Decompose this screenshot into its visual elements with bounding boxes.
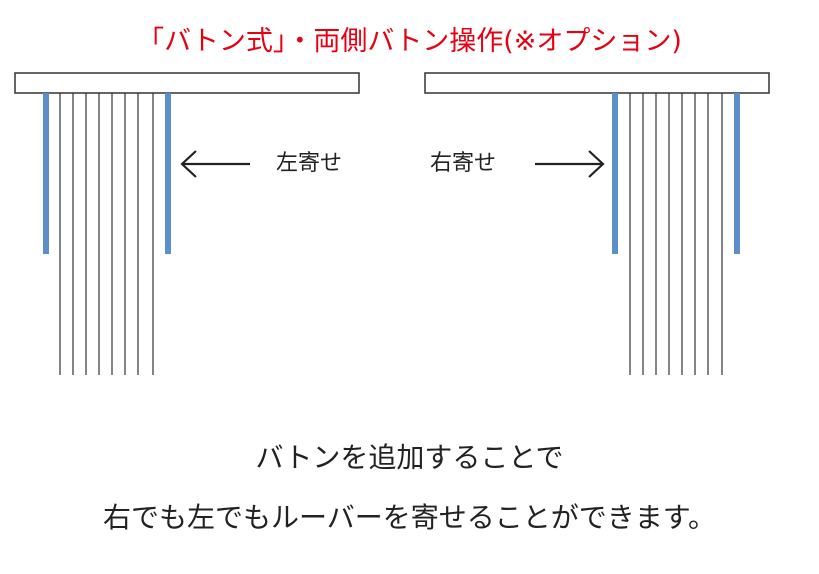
left-baton-outer	[43, 93, 49, 254]
arrow-left-icon	[180, 150, 250, 178]
caption-line-2: 右でも左でもルーバーを寄せることができます。	[103, 501, 716, 534]
diagram-title: 「バトン式」・両側バトン操作(※オプション)	[137, 26, 682, 57]
right-head-rail	[424, 72, 770, 94]
caption-line-1: バトンを追加することで	[255, 441, 564, 474]
right-baton-outer	[734, 93, 740, 254]
left-blind	[14, 72, 360, 375]
left-baton-inner	[165, 93, 171, 254]
left-louvers	[59, 93, 154, 375]
right-louvers	[629, 93, 723, 375]
label-right-gather: 右寄せ	[430, 151, 497, 176]
right-baton-inner	[612, 93, 618, 254]
left-head-rail	[14, 72, 360, 94]
label-left-gather: 左寄せ	[276, 151, 343, 176]
right-blind	[424, 72, 770, 375]
arrow-right-icon	[535, 150, 605, 178]
